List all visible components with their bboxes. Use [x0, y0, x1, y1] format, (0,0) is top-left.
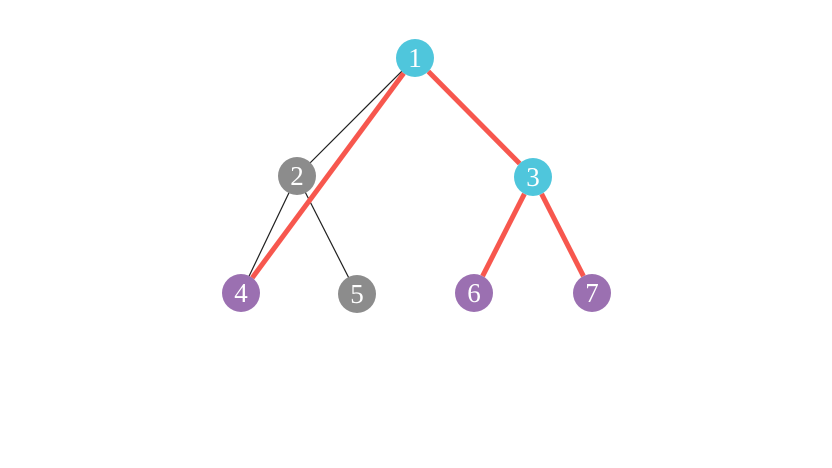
node-6: 6 [455, 274, 493, 312]
node-1: 1 [396, 39, 434, 77]
node-3-circle [514, 158, 552, 196]
edge-3-6-highlight [480, 192, 527, 278]
node-2: 2 [278, 157, 316, 195]
node-7: 7 [573, 274, 611, 312]
edge-2-4 [240, 175, 298, 294]
node-3: 3 [514, 158, 552, 196]
base-edges-layer [240, 57, 416, 295]
node-4: 4 [222, 274, 260, 312]
node-4-circle [222, 274, 260, 312]
edge-1-3-highlight [426, 69, 522, 166]
node-2-circle [278, 157, 316, 195]
edge-1-2 [296, 57, 416, 177]
node-1-circle [396, 39, 434, 77]
node-5-circle [338, 275, 376, 313]
highlight-edges-layer [250, 69, 586, 280]
edge-2-5 [296, 175, 358, 295]
edge-3-7-highlight [539, 192, 586, 278]
node-7-circle [573, 274, 611, 312]
node-5: 5 [338, 275, 376, 313]
edge-1-4-highlight [250, 71, 406, 280]
node-6-circle [455, 274, 493, 312]
nodes-layer: 1 2 3 4 5 6 7 [222, 39, 611, 313]
